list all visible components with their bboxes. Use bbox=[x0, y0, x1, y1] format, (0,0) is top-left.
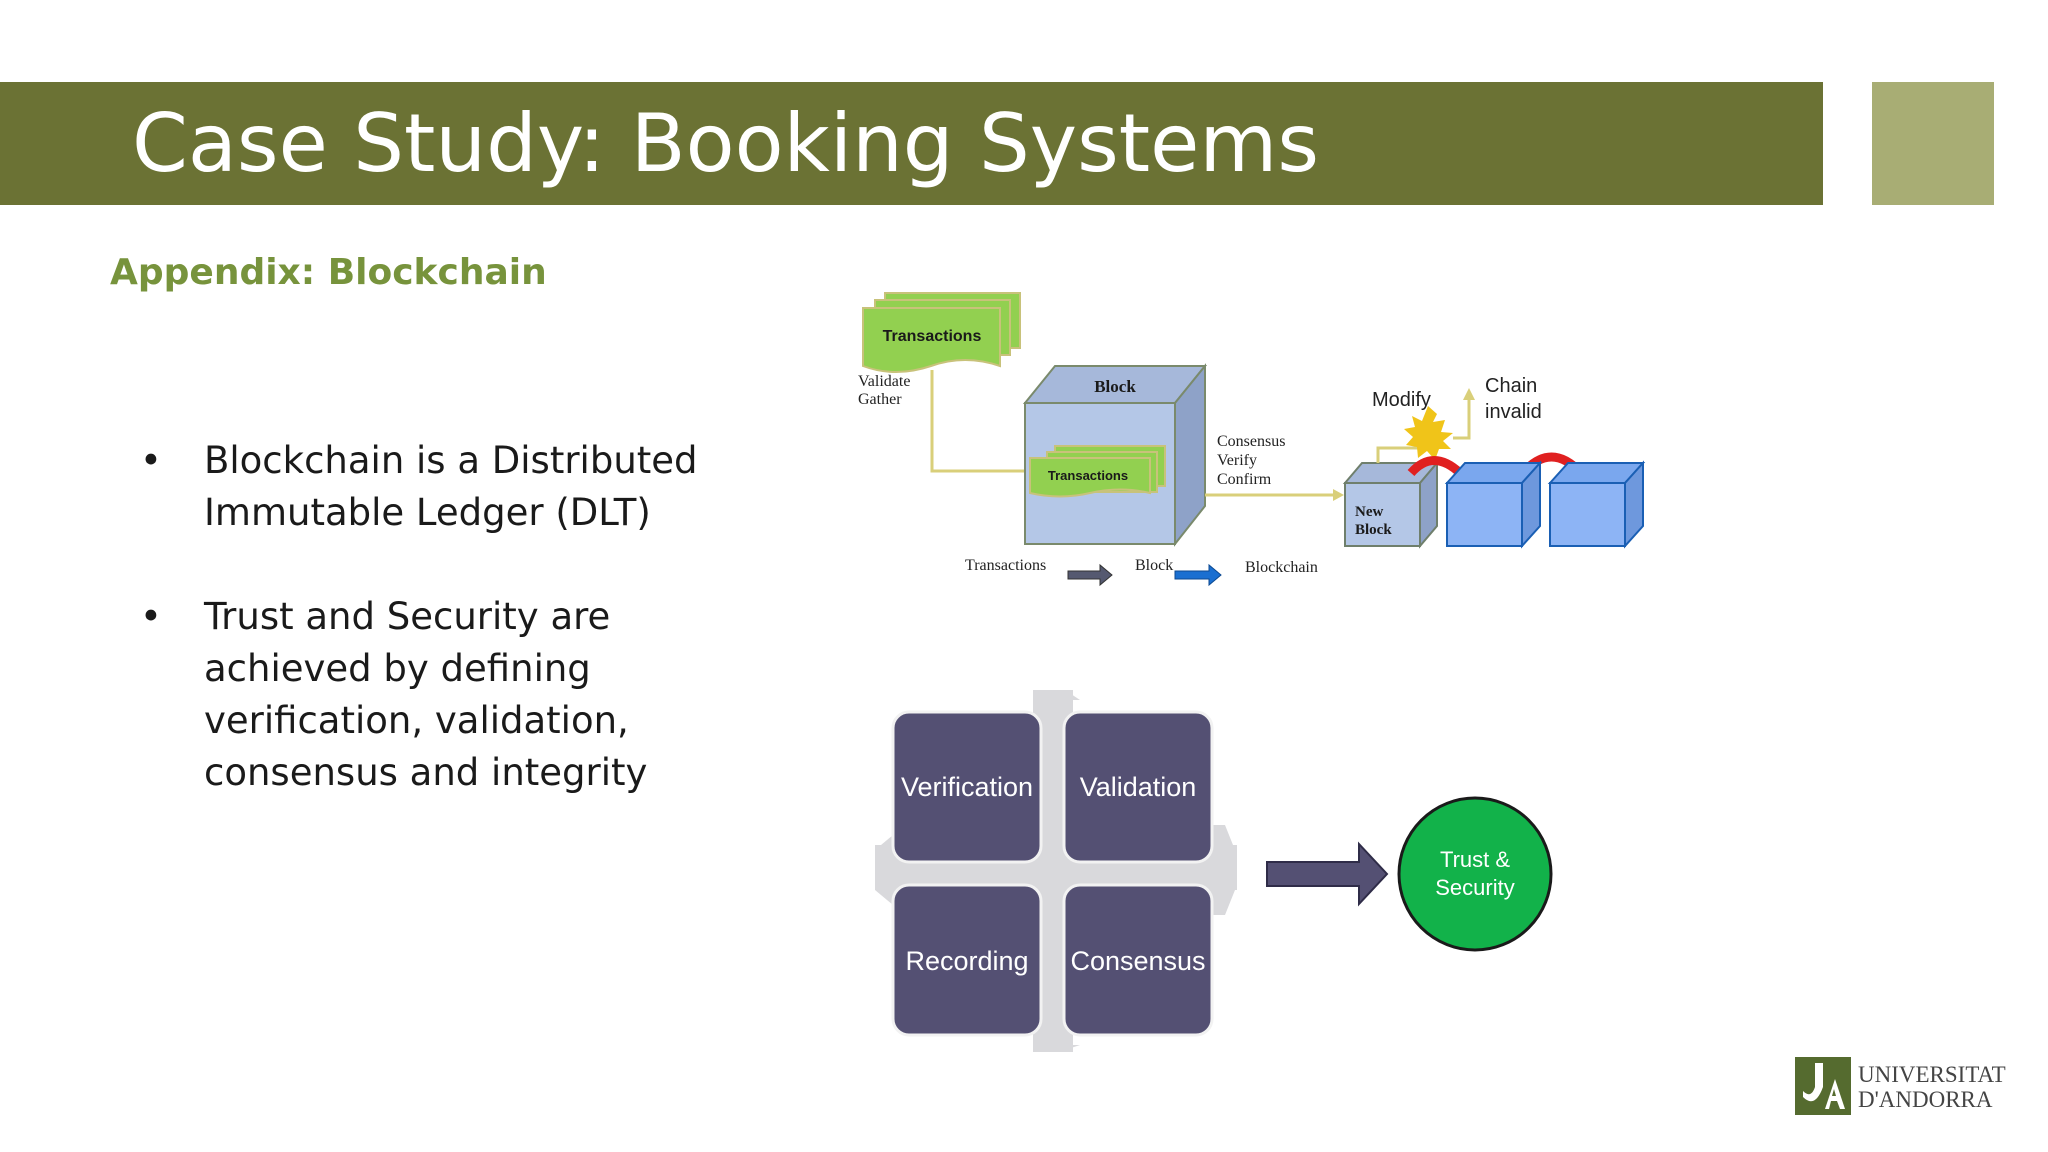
invalid-line bbox=[1453, 400, 1471, 440]
quadrant-verification: Verification bbox=[891, 710, 1043, 864]
trust-security-diagram: Verification Validation Recording Consen… bbox=[875, 690, 1553, 1052]
burst-icon bbox=[1404, 406, 1453, 460]
quadrant-label: Verification bbox=[901, 772, 1033, 802]
flow-arrowhead bbox=[1333, 489, 1344, 501]
inner-transactions-label: Transactions bbox=[1048, 468, 1128, 483]
quadrant-label: Consensus bbox=[1070, 946, 1205, 976]
quadrant-label: Recording bbox=[905, 946, 1028, 976]
verify-label: Verify bbox=[1217, 452, 1257, 469]
quadrant-validation: Validation bbox=[1062, 710, 1214, 864]
consensus-label: Consensus bbox=[1217, 433, 1285, 450]
gather-label: Gather bbox=[858, 391, 902, 408]
bullet-marker: • bbox=[140, 595, 162, 638]
new-block-cube: New Block bbox=[1342, 460, 1440, 549]
university-logo-text: UNIVERSITAT D'ANDORRA bbox=[1858, 1062, 2006, 1112]
modify-label: Modify bbox=[1372, 389, 1431, 411]
new-block-label: Block bbox=[1355, 522, 1392, 538]
inner-transactions: Transactions bbox=[1029, 445, 1166, 498]
slide-subtitle: Appendix: Blockchain bbox=[110, 252, 547, 293]
slide-title: Case Study: Booking Systems bbox=[132, 97, 1319, 190]
transactions-stack: Transactions bbox=[862, 292, 1021, 373]
bullet-item: • Blockchain is a Distributed Immutable … bbox=[140, 435, 780, 539]
new-label: New bbox=[1355, 504, 1383, 520]
result-arrow bbox=[1266, 841, 1389, 907]
logo-line-1: UNIVERSITAT bbox=[1858, 1062, 2006, 1087]
quadrant-consensus: Consensus bbox=[1062, 883, 1214, 1037]
bullet-marker: • bbox=[140, 439, 162, 482]
block-label: Block bbox=[1094, 377, 1136, 396]
result-label-line1: Trust & bbox=[1440, 847, 1510, 872]
legend-blockchain: Blockchain bbox=[1245, 559, 1318, 576]
bullet-text: Trust and Security are achieved by defin… bbox=[204, 595, 648, 794]
chain-block-2 bbox=[1547, 460, 1646, 549]
flow-line-gather bbox=[930, 370, 1030, 473]
result-label-line2: Security bbox=[1435, 875, 1514, 900]
invalid-label: invalid bbox=[1485, 401, 1542, 423]
legend-transactions: Transactions bbox=[965, 557, 1046, 574]
title-bar: Case Study: Booking Systems bbox=[0, 82, 1823, 205]
quadrant-label: Validation bbox=[1080, 772, 1197, 802]
transactions-label: Transactions bbox=[883, 328, 982, 345]
bullet-item: • Trust and Security are achieved by def… bbox=[140, 591, 780, 799]
bullet-list: • Blockchain is a Distributed Immutable … bbox=[140, 435, 780, 851]
title-accent-square bbox=[1872, 82, 1994, 205]
validate-label: Validate bbox=[858, 373, 910, 390]
blockchain-process-diagram: Transactions Validate Gather Block Trans… bbox=[858, 292, 1646, 587]
confirm-label: Confirm bbox=[1217, 471, 1272, 488]
legend-block: Block bbox=[1135, 557, 1173, 574]
bullet-text: Blockchain is a Distributed Immutable Le… bbox=[204, 439, 698, 534]
quadrant-recording: Recording bbox=[891, 883, 1043, 1037]
logo-line-2: D'ANDORRA bbox=[1858, 1087, 1993, 1112]
legend-arrow-blue bbox=[1174, 563, 1222, 587]
chain-label: Chain bbox=[1485, 375, 1537, 397]
invalid-arrowhead bbox=[1463, 388, 1475, 400]
trust-security-circle: Trust & Security bbox=[1397, 796, 1553, 952]
chain-block-1 bbox=[1444, 460, 1543, 549]
legend-arrow-gray bbox=[1067, 563, 1113, 587]
broken-link-icon bbox=[1407, 456, 1464, 477]
university-logo-icon bbox=[1795, 1057, 1851, 1115]
